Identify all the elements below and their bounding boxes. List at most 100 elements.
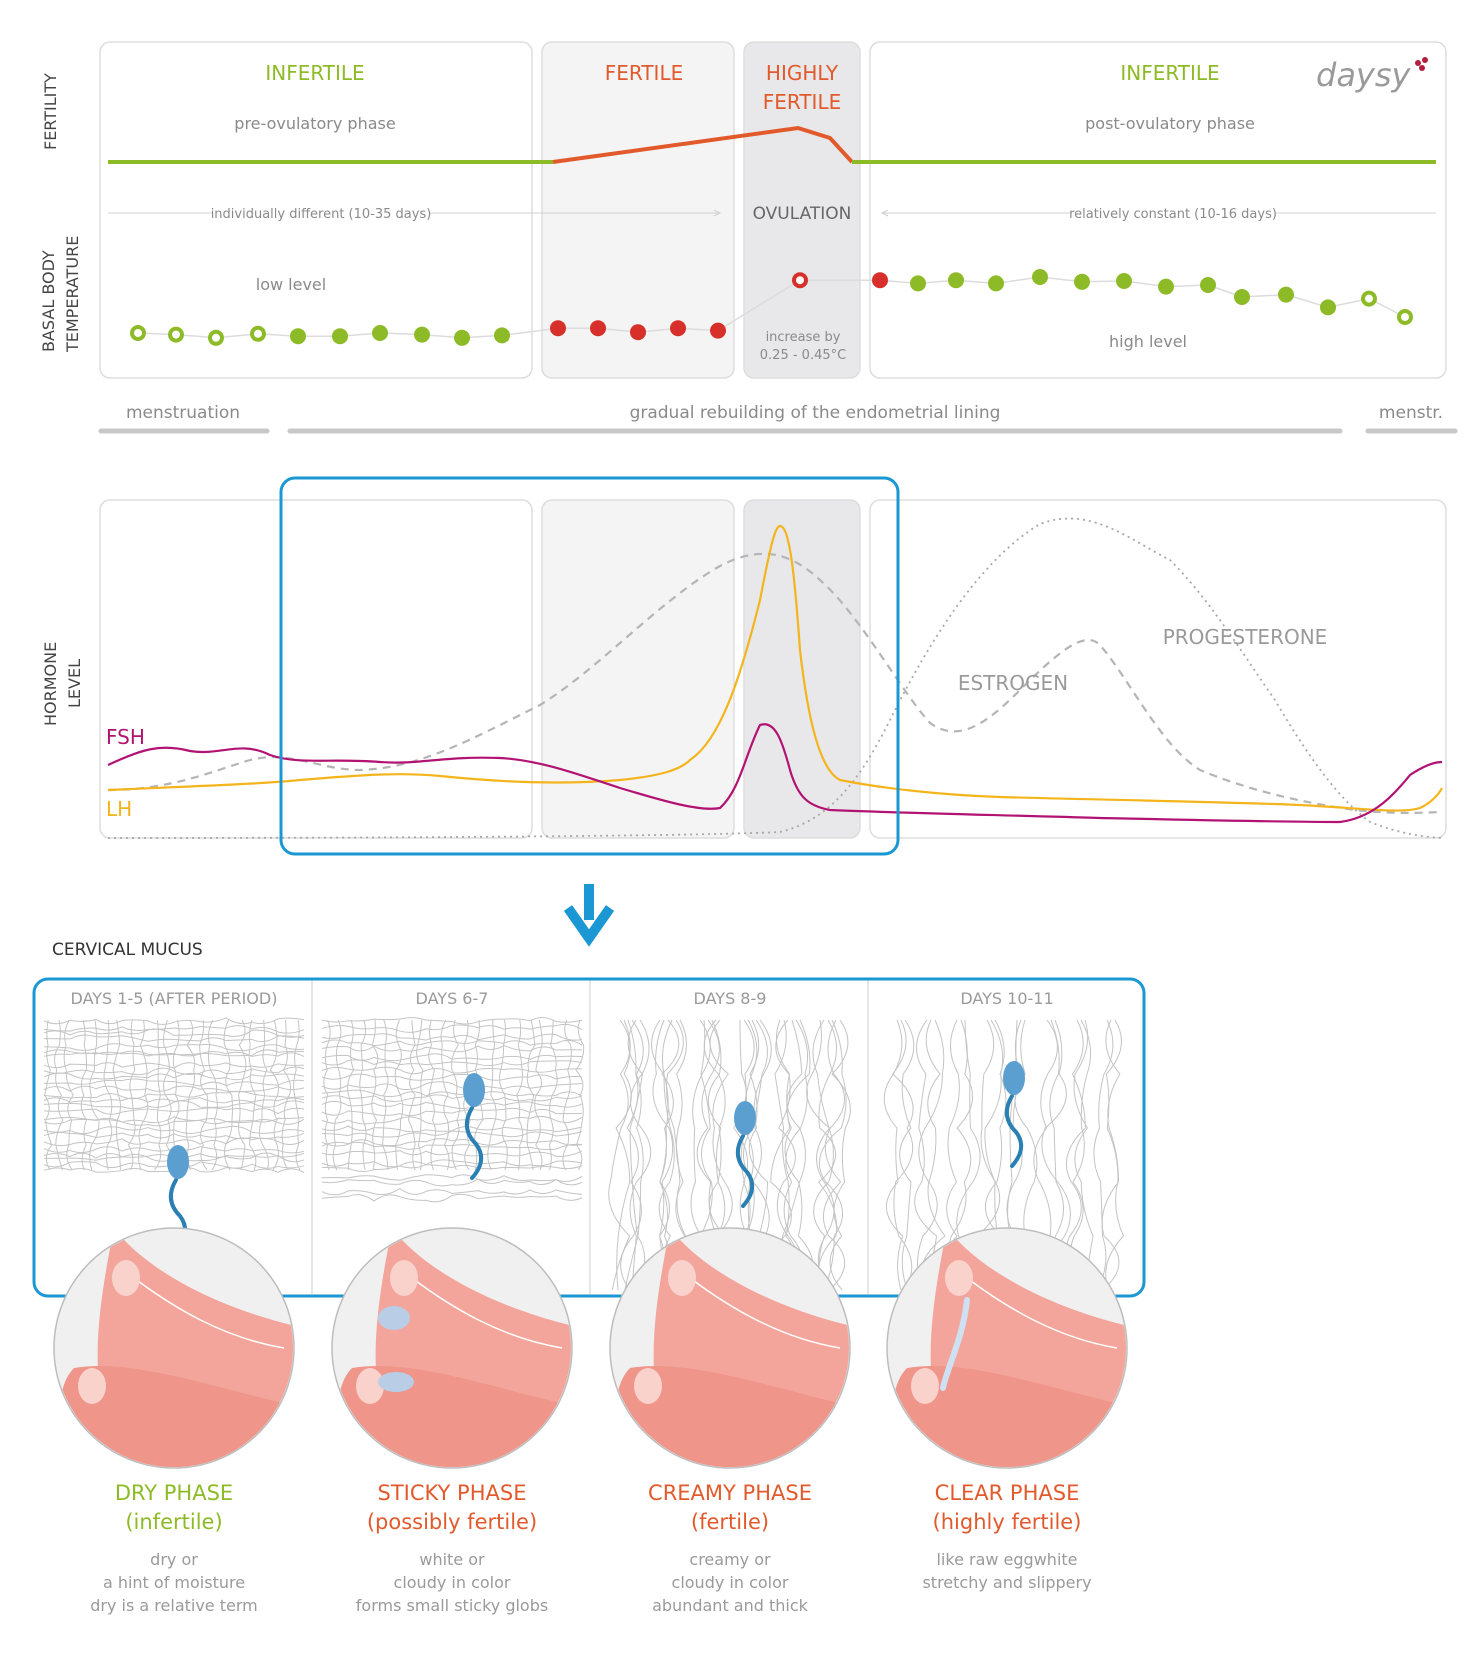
mucus-strand xyxy=(499,1019,508,1171)
mucus-strand xyxy=(321,1016,583,1025)
temperature-point xyxy=(1278,286,1294,303)
high-level-label: high level xyxy=(1109,332,1187,351)
fingernail xyxy=(78,1368,106,1404)
mucus-strand xyxy=(615,1019,632,1291)
mucus-strand xyxy=(43,1043,305,1052)
phase-description: cloudy in color xyxy=(394,1573,511,1592)
mucus-strand xyxy=(947,1019,974,1291)
mucus-days-label: DAYS 1-5 (AFTER PERIOD) xyxy=(71,989,278,1008)
arrow-right-icon xyxy=(713,209,722,217)
hormone-post-box xyxy=(869,499,1447,839)
mucus-strand xyxy=(321,1094,583,1102)
mucus-strand xyxy=(1093,1019,1114,1291)
temperature-point xyxy=(1116,273,1132,289)
mucus-strand xyxy=(43,1078,305,1087)
finger-outline xyxy=(966,1277,1118,1349)
fingernail xyxy=(634,1368,662,1404)
mucus-strand xyxy=(43,1097,305,1104)
mucus-strand xyxy=(1105,1019,1125,1291)
temperature-point xyxy=(332,328,348,345)
mucus-strand xyxy=(516,1019,524,1171)
fingers-icon xyxy=(893,1229,1126,1467)
mucus-strand xyxy=(43,1072,305,1081)
mucus-strand xyxy=(629,1019,652,1291)
mucus-strand xyxy=(526,1019,536,1171)
mucus-strand xyxy=(575,1019,585,1171)
mucus-strand xyxy=(321,1073,583,1081)
temperature-point xyxy=(948,272,964,289)
finger-outline xyxy=(133,1277,285,1349)
increase-label-line2: 0.25 - 0.45°C xyxy=(760,348,846,363)
fertility-line-fertile xyxy=(552,125,854,164)
fingernail xyxy=(356,1368,384,1404)
mucus-strand xyxy=(63,1019,74,1171)
mucus-strand xyxy=(1065,1019,1086,1291)
finger-outline xyxy=(689,1277,841,1349)
mucus-strand xyxy=(659,1019,680,1291)
mucus-strand xyxy=(323,1019,331,1171)
mucus-strand xyxy=(321,1130,583,1138)
mucus-strand xyxy=(321,1100,583,1109)
mucus-strand xyxy=(54,1019,64,1171)
estrogen-curve xyxy=(107,552,1443,814)
mucus-strand xyxy=(1073,1019,1094,1291)
lh-label: LH xyxy=(106,797,132,821)
menstruation-label: menstruation xyxy=(126,403,240,423)
temperature-point xyxy=(710,322,726,339)
temperature-point xyxy=(1074,273,1090,290)
temperature-point xyxy=(550,320,566,337)
mucus-strand xyxy=(269,1019,280,1171)
temperature-point xyxy=(988,275,1004,292)
mucus-strand xyxy=(321,1115,583,1125)
mucus-strand xyxy=(43,1028,305,1038)
mucus-strand xyxy=(321,1033,583,1041)
mucus-strand xyxy=(818,1019,847,1291)
side-label-level: LEVEL xyxy=(65,659,84,708)
mucus-strand xyxy=(620,1019,642,1291)
temperature-point xyxy=(168,326,184,343)
side-label-hormone: HORMONE xyxy=(41,642,60,726)
hormone-pre-box xyxy=(99,499,533,839)
fertile-box xyxy=(541,41,735,379)
phase-description: a hint of moisture xyxy=(103,1573,245,1592)
post-phase-subtitle: post-ovulatory phase xyxy=(1085,114,1255,133)
logo-petal xyxy=(1422,57,1428,63)
mucus-strand xyxy=(258,1019,269,1171)
fsh-curve xyxy=(107,723,1443,824)
mucus-strand xyxy=(43,1017,305,1025)
mucus-circles: DRY PHASE(infertile)dry ora hint of mois… xyxy=(53,1227,1128,1615)
fingernail xyxy=(911,1368,939,1404)
mucus-strand xyxy=(321,1187,583,1196)
sperm-head-icon xyxy=(1003,1061,1025,1095)
fertility-panel: FERTILITY BASAL BODY TEMPERATURE INFERTI… xyxy=(39,41,1447,379)
temperature-point xyxy=(590,320,606,337)
estrogen-label: ESTROGEN xyxy=(958,671,1068,695)
sperm-tail-icon xyxy=(464,1106,484,1180)
fingernail xyxy=(112,1260,140,1296)
fsh-label: FSH xyxy=(106,725,145,749)
mucus-strand xyxy=(487,1019,497,1171)
sperm-head-icon xyxy=(167,1145,189,1179)
temperature-point xyxy=(1032,269,1048,285)
ovulation-box xyxy=(743,41,861,379)
mucus-strand xyxy=(914,1019,938,1291)
mucus-strand xyxy=(1041,1019,1071,1291)
mucus-strand xyxy=(321,1174,583,1183)
mucus-strand xyxy=(416,1019,424,1171)
mucus-strand xyxy=(394,1019,404,1171)
mucus-strand xyxy=(80,1019,88,1171)
mucus-strand xyxy=(782,1019,806,1291)
fingernail xyxy=(390,1260,418,1296)
mucus-strand xyxy=(321,1141,583,1151)
temperature-point xyxy=(872,272,888,289)
temperature-point xyxy=(630,324,646,341)
mucus-strand xyxy=(651,1019,670,1291)
cervical-mucus-title: CERVICAL MUCUS xyxy=(52,940,203,960)
temperature-point xyxy=(1397,309,1413,325)
down-arrow-icon xyxy=(563,884,615,947)
duration-left-label: individually different (10-35 days) xyxy=(211,207,432,222)
mucus-frame xyxy=(32,977,1146,1298)
fertile-phase-title: FERTILE xyxy=(605,61,683,85)
mucus-strand xyxy=(1070,1019,1092,1291)
